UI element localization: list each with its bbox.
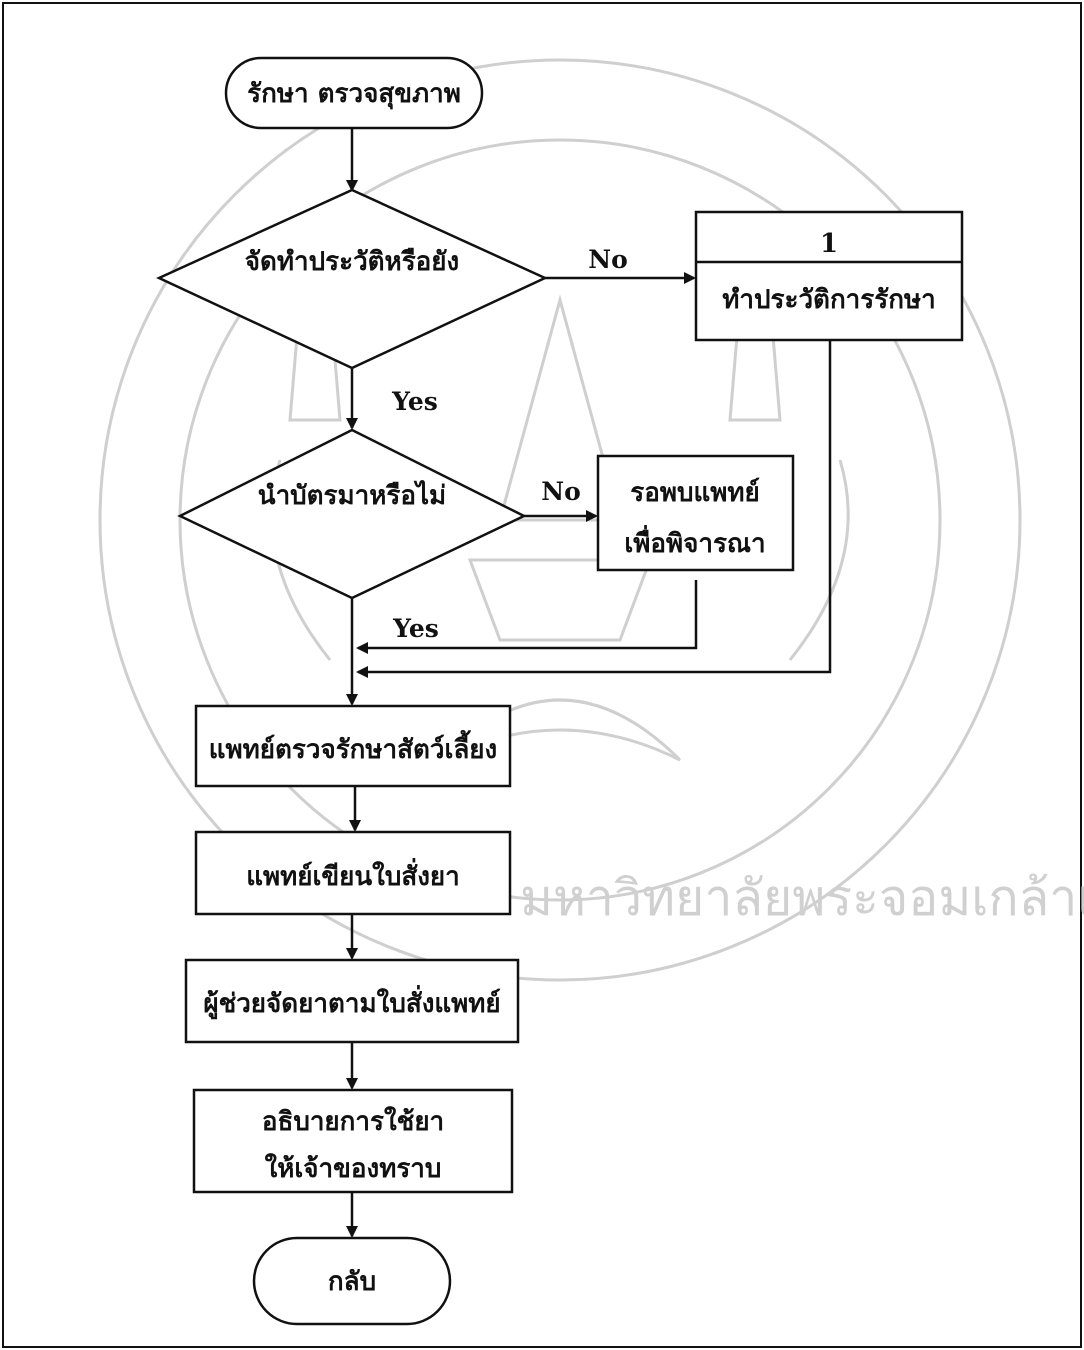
- process-history-label: ทำประวัติการรักษา: [722, 285, 935, 315]
- process-number: 1: [820, 229, 838, 259]
- watermark-seal: มหาวิทยาลัยพระจอมเกล้าเจ้าคุณ: [98, 58, 1084, 982]
- watermark-arc-text: มหาวิทยาลัยพระจอมเกล้าเจ้าคุณ: [520, 869, 1084, 928]
- wait-label-line1: รอพบแพทย์: [630, 477, 760, 508]
- edge-history-yes: Yes: [391, 387, 438, 416]
- start-label: รักษา ตรวจสุขภาพ: [247, 79, 461, 110]
- explain-label-line2: ให้เจ้าของทราบ: [265, 1153, 442, 1184]
- process-history: 1 ทำประวัติการรักษา: [694, 210, 964, 342]
- examine-label: แพทย์ตรวจรักษาสัตว์เลี้ยง: [209, 729, 498, 765]
- edge-card-yes: Yes: [392, 614, 439, 643]
- decision-card: นำบัตรมาหรือไม่: [177, 428, 527, 600]
- dispense-box: ผู้ช่วยจัดยาตามใบสั่งแพทย์: [184, 958, 520, 1044]
- dispense-label: ผู้ช่วยจัดยาตามใบสั่งแพทย์: [203, 984, 500, 1020]
- explain-box: อธิบายการใช้ยา ให้เจ้าของทราบ: [192, 1088, 514, 1194]
- wait-box: รอพบแพทย์ เพื่อพิจารณา: [596, 454, 795, 572]
- edge-card-no: No: [541, 477, 581, 506]
- prescribe-box: แพทย์เขียนใบสั่งยา: [194, 830, 512, 916]
- explain-label-line1: อธิบายการใช้ยา: [262, 1106, 444, 1137]
- end-terminator: กลับ: [252, 1236, 452, 1326]
- end-label: กลับ: [328, 1267, 376, 1297]
- edge-history-no: No: [588, 245, 628, 274]
- decision-card-label: นำบัตรมาหรือไม่: [258, 479, 446, 511]
- decision-history: จัดทำประวัติหรือยัง: [156, 188, 548, 370]
- start-terminator: รักษา ตรวจสุขภาพ: [224, 56, 484, 130]
- examine-box: แพทย์ตรวจรักษาสัตว์เลี้ยง: [194, 704, 512, 788]
- wait-label-line2: เพื่อพิจารณา: [624, 524, 765, 559]
- connectors: [346, 128, 832, 1238]
- decision-history-label: จัดทำประวัติหรือยัง: [245, 247, 459, 277]
- prescribe-label: แพทย์เขียนใบสั่งยา: [246, 857, 460, 892]
